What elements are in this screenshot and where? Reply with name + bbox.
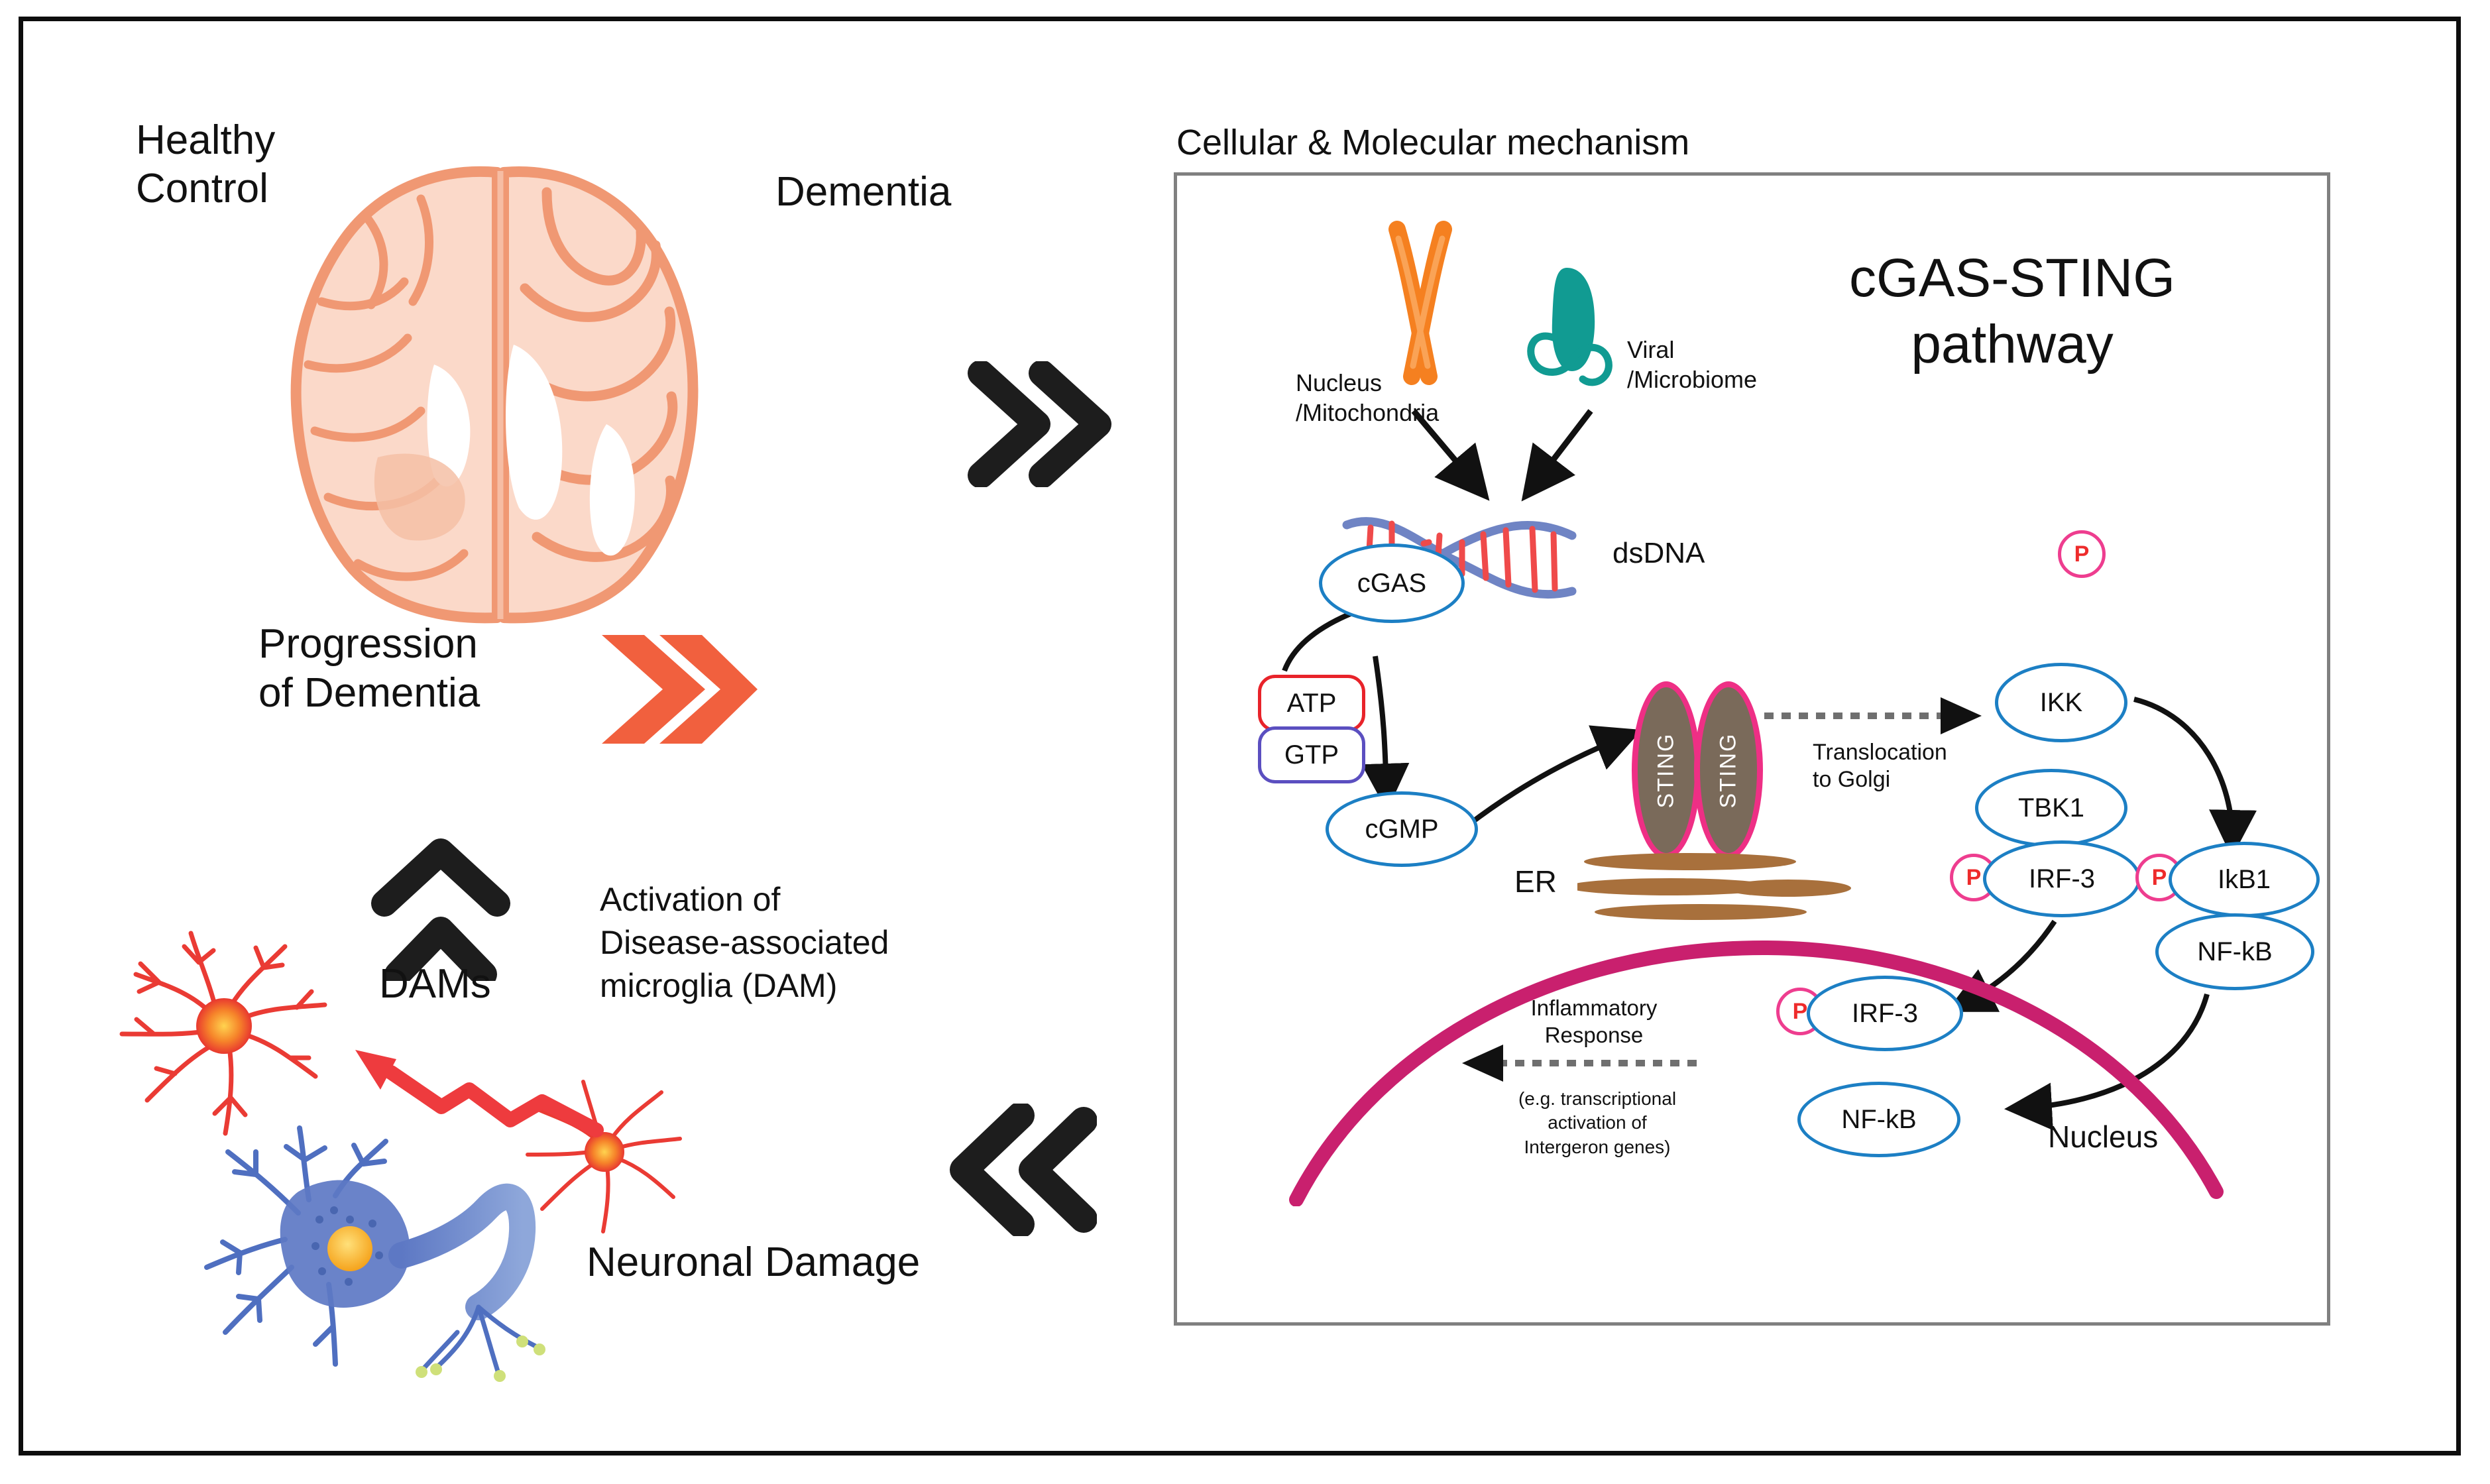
chromosome-icon xyxy=(1365,219,1485,394)
dams-label: DAMs xyxy=(379,961,491,1007)
tbk1-node[interactable]: TBK1 xyxy=(1975,769,2127,847)
neuron-illustration xyxy=(192,1113,603,1392)
dsdna-label: dsDNA xyxy=(1613,537,1705,569)
cgmp-node-label: cGMP xyxy=(1365,814,1439,844)
activation-lightning-arrow-icon xyxy=(311,1021,610,1160)
progression-of-dementia-label: Progression of Dementia xyxy=(258,621,481,716)
irf3-nuclear-label: IRF-3 xyxy=(1852,998,1918,1028)
nfkb-nuclear-node[interactable]: NF-kB xyxy=(1797,1082,1960,1157)
gtp-node[interactable]: GTP xyxy=(1258,726,1365,783)
sting-a-label: STING xyxy=(1653,732,1679,808)
nucleus-label: Nucleus xyxy=(2048,1119,2159,1154)
neuronal-damage-label: Neuronal Damage xyxy=(587,1239,921,1285)
nfkb-nuclear-label: NF-kB xyxy=(1841,1104,1917,1134)
phospho-label: P xyxy=(2151,864,2167,890)
ikk-node-label: IKK xyxy=(2039,687,2083,717)
phospho-badge-label: P xyxy=(2074,541,2090,567)
healthy-control-label: Healthy Control xyxy=(136,117,276,212)
dementia-label: Dementia xyxy=(775,169,952,215)
cgas-sting-pathway-title: cGAS-STING pathway xyxy=(1849,248,2176,375)
virus-microbiome-icon xyxy=(1518,258,1630,414)
phospho-label: P xyxy=(1792,998,1808,1024)
ikb1-node[interactable]: IkB1 xyxy=(2169,842,2320,917)
ikb1-node-label: IkB1 xyxy=(2217,864,2271,894)
viral-microbiome-label: Viral /Microbiome xyxy=(1627,336,1758,393)
intergeron-genes-label: (e.g. transcriptional activation of Inte… xyxy=(1518,1088,1677,1157)
nuclear-membrane-arc xyxy=(1286,921,2227,1210)
golgi-stack-illustration xyxy=(1567,847,1856,943)
nfkb-cytosolic-node[interactable]: NF-kB xyxy=(2155,913,2314,990)
phospho-label: P xyxy=(1966,864,1982,890)
irf3-cytosolic-node[interactable]: IRF-3 xyxy=(1983,840,2141,917)
sting-monomer-b[interactable]: STING xyxy=(1694,681,1763,859)
cgmp-node[interactable]: cGMP xyxy=(1326,791,1478,867)
activation-of-dam-label: Activation of Disease-associated microgl… xyxy=(600,881,889,1004)
atp-node-label: ATP xyxy=(1286,688,1337,718)
chevron-up-dark-icon xyxy=(371,838,510,981)
sting-b-label: STING xyxy=(1715,732,1741,808)
translocation-to-golgi-label: Translocation to Golgi xyxy=(1813,740,1947,793)
sting-monomer-a[interactable]: STING xyxy=(1632,681,1701,859)
irf3-nuclear-node[interactable]: IRF-3 xyxy=(1807,976,1963,1051)
cgas-node-label: cGAS xyxy=(1357,568,1427,598)
er-label: ER xyxy=(1514,864,1557,899)
tbk1-node-label: TBK1 xyxy=(2017,793,2085,823)
chevron-left-dark-icon xyxy=(948,1104,1097,1236)
chevron-right-orange-icon xyxy=(596,630,762,749)
brain-coronal-section-illustration xyxy=(235,146,765,636)
cgas-node[interactable]: cGAS xyxy=(1319,543,1465,623)
chevron-right-dark-icon xyxy=(968,361,1113,487)
nucleus-mitochondria-label: Nucleus /Mitochondria xyxy=(1296,369,1440,426)
atp-node[interactable]: ATP xyxy=(1258,675,1365,732)
inflammatory-response-label: Inflammatory Response xyxy=(1530,996,1658,1048)
irf3-cytosolic-label: IRF-3 xyxy=(2029,864,2095,893)
gtp-node-label: GTP xyxy=(1284,740,1339,770)
cellular-molecular-mechanism-title: Cellular & Molecular mechanism xyxy=(1176,123,1690,162)
nfkb-cytosolic-label: NF-kB xyxy=(2197,937,2273,966)
ikk-node[interactable]: IKK xyxy=(1995,663,2127,742)
phospho-badge-free: P xyxy=(2058,530,2106,578)
activated-microglia-illustration xyxy=(113,921,338,1160)
